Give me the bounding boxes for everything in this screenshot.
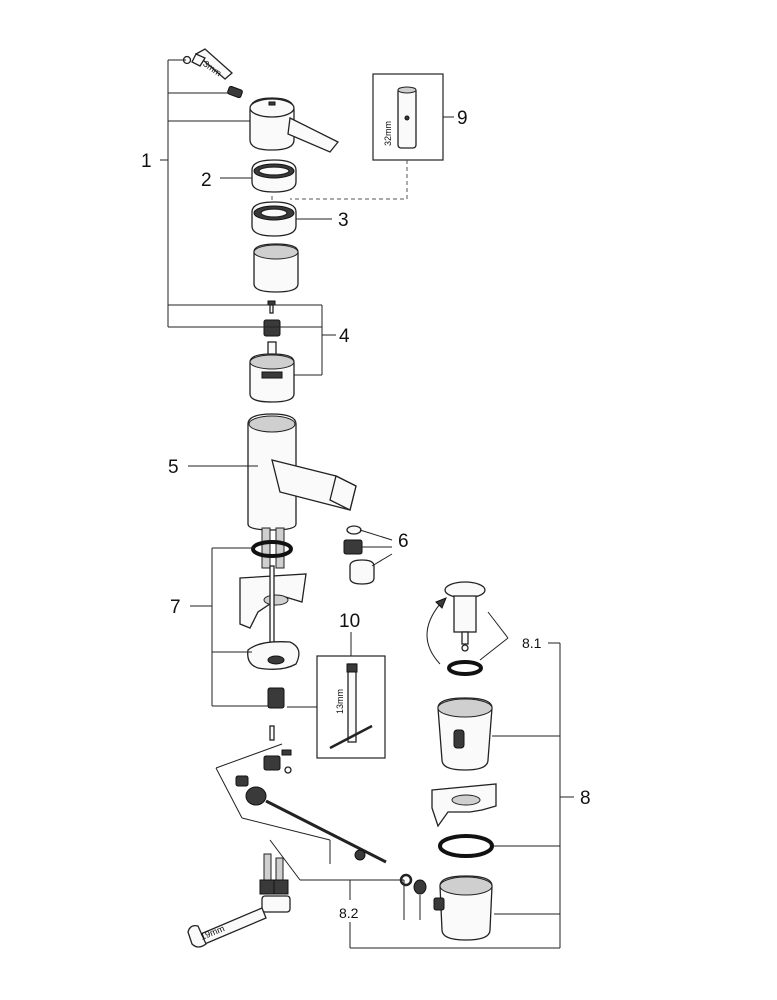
callout-10: 10 bbox=[339, 611, 360, 632]
tool-box-10: 13mm bbox=[287, 632, 386, 759]
tool-10-size-label: 13mm bbox=[335, 689, 345, 714]
cartridge-adapter bbox=[263, 319, 281, 337]
wrench-19mm: 19mm bbox=[187, 907, 267, 948]
callout-3: 3 bbox=[338, 210, 349, 231]
supply-hose-right bbox=[275, 527, 285, 569]
callout-4-leaders bbox=[280, 305, 336, 376]
callout-1: 1 bbox=[141, 151, 152, 172]
drain-assembly: 8.1 8 bbox=[349, 581, 591, 949]
handle-assembly: 3mm bbox=[182, 48, 340, 403]
callout-8-leaders bbox=[349, 643, 574, 949]
faucet-body bbox=[247, 413, 357, 569]
grub-screw bbox=[227, 85, 243, 99]
cartridge-screw bbox=[267, 300, 276, 314]
aerator-set bbox=[343, 525, 393, 585]
callout-7: 7 bbox=[170, 597, 181, 618]
tool-9-size-label: 32mm bbox=[383, 121, 393, 146]
supply-valve bbox=[259, 853, 291, 913]
callout-8: 8 bbox=[580, 788, 591, 809]
mount-nut bbox=[267, 687, 285, 709]
supply-hose-left bbox=[261, 527, 271, 569]
cover-ring bbox=[251, 159, 297, 193]
callout-8-1-leaders bbox=[479, 611, 560, 661]
popup-plug bbox=[426, 581, 486, 676]
drain-o-ring bbox=[438, 834, 494, 858]
callout-4: 4 bbox=[339, 326, 350, 347]
sleeve bbox=[253, 243, 299, 293]
callout-9: 9 bbox=[457, 108, 468, 129]
drain-body bbox=[437, 697, 493, 771]
lever-handle bbox=[249, 97, 340, 153]
horseshoe-plate bbox=[247, 641, 300, 670]
drain-tail bbox=[433, 875, 493, 941]
callout-7-leaders bbox=[190, 547, 268, 707]
callout-8-2: 8.2 bbox=[339, 905, 359, 921]
popup-linkage bbox=[215, 725, 427, 920]
cartridge bbox=[249, 341, 295, 403]
hex-key-3mm: 3mm bbox=[191, 48, 233, 80]
pivot-nut bbox=[245, 786, 267, 806]
callout-5: 5 bbox=[168, 457, 179, 478]
mounting-set bbox=[239, 540, 307, 709]
tool-box-9: 32mm bbox=[290, 73, 454, 200]
lock-nut bbox=[251, 201, 297, 237]
callout-8-1: 8.1 bbox=[522, 635, 542, 651]
o-ring bbox=[251, 540, 293, 558]
callout-6: 6 bbox=[398, 531, 409, 552]
callout-2: 2 bbox=[201, 170, 212, 191]
